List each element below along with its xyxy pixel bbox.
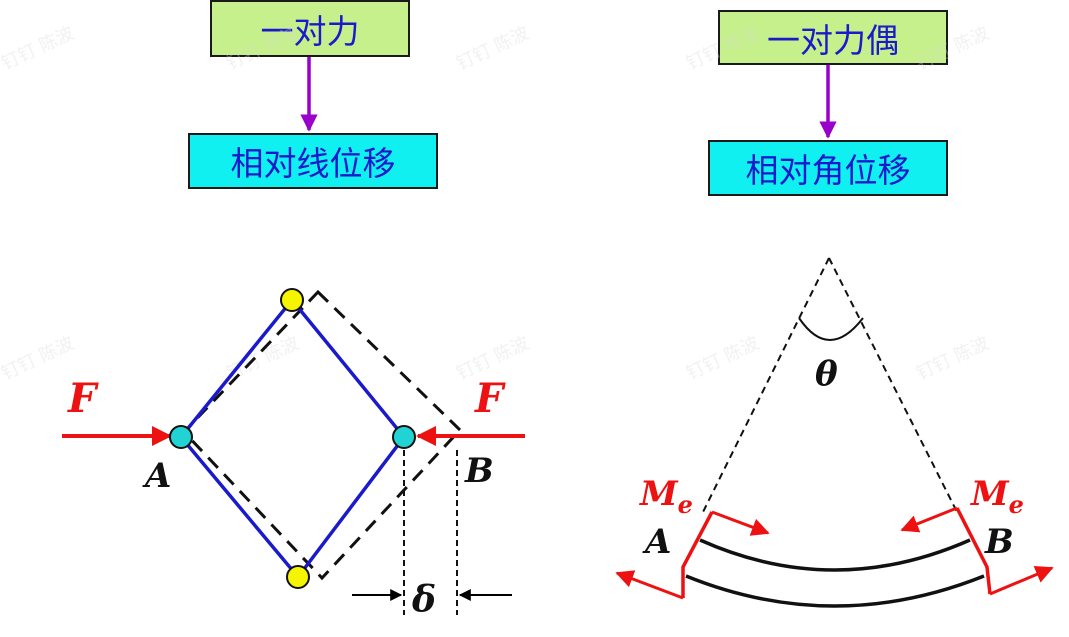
moment-label-left-main: M: [639, 474, 679, 514]
watermark-text: 钉钉 陈波: [0, 333, 78, 385]
point-a-label: A: [142, 456, 171, 496]
deformed-frame-outline: [181, 289, 463, 581]
watermark-text: 钉钉 陈波: [683, 333, 762, 385]
joint-b: [392, 425, 416, 449]
displacement-label-delta: δ: [411, 579, 436, 621]
effect-box-linear-displacement: 相对线位移: [188, 133, 438, 189]
watermark-text: 钉钉 陈波: [0, 23, 78, 75]
force-label-right: F: [474, 375, 506, 422]
effect-label-angular-displacement: 相对角位移: [745, 151, 911, 190]
watermark-text: 钉钉 陈波: [913, 333, 992, 385]
moment-arrow-left-lower: [615, 570, 684, 600]
beam-diagram: θ Me Me A B: [615, 257, 1054, 608]
joint-bottom: [286, 565, 310, 589]
radius-line-right: [828, 257, 958, 513]
moment-label-left: Me: [639, 474, 693, 519]
moment-arrow-right-upper: [900, 506, 958, 533]
angle-label-theta: θ: [815, 354, 838, 394]
end-section-right: [955, 507, 992, 595]
moment-arrow-right-lower: [989, 565, 1054, 596]
watermark-layer: 钉钉 陈波 钉钉 陈波 钉钉 陈波 钉钉 陈波 钉钉 陈波 钉钉 陈波 钉钉 陈…: [0, 23, 993, 385]
watermark-text: 钉钉 陈波: [223, 23, 302, 75]
moment-label-right: Me: [970, 474, 1024, 519]
angle-arc: [798, 317, 864, 341]
watermark-text: 钉钉 陈波: [683, 23, 762, 75]
cause-label-couple-pair: 一对力偶: [767, 20, 899, 60]
beam-point-a-label: A: [642, 522, 671, 562]
effect-box-angular-displacement: 相对角位移: [708, 140, 948, 196]
joint-a: [169, 425, 193, 449]
cause-box-force-pair: 一对力: [210, 0, 410, 57]
watermark-text: 钉钉 陈波: [453, 23, 532, 75]
moment-arrow-left-upper: [711, 510, 770, 536]
joint-top: [280, 288, 304, 312]
end-section-left: [681, 511, 714, 598]
effect-label-linear-displacement: 相对线位移: [230, 144, 396, 183]
moment-label-right-main: M: [970, 474, 1010, 514]
cause-box-couple-pair: 一对力偶: [718, 10, 948, 65]
point-b-label: B: [464, 451, 494, 491]
beam-bottom-edge: [685, 574, 985, 608]
moment-label-left-sub: e: [678, 490, 693, 519]
frame-diagram: F F A B δ: [62, 288, 525, 621]
watermark-text: 钉钉 陈波: [913, 23, 992, 75]
cause-label-force-pair: 一对力: [260, 11, 360, 51]
radius-line-left: [702, 257, 830, 513]
moment-label-right-sub: e: [1009, 490, 1024, 519]
beam-point-b-label: B: [984, 522, 1014, 562]
force-label-left: F: [67, 375, 99, 422]
beam-top-edge: [699, 538, 971, 572]
